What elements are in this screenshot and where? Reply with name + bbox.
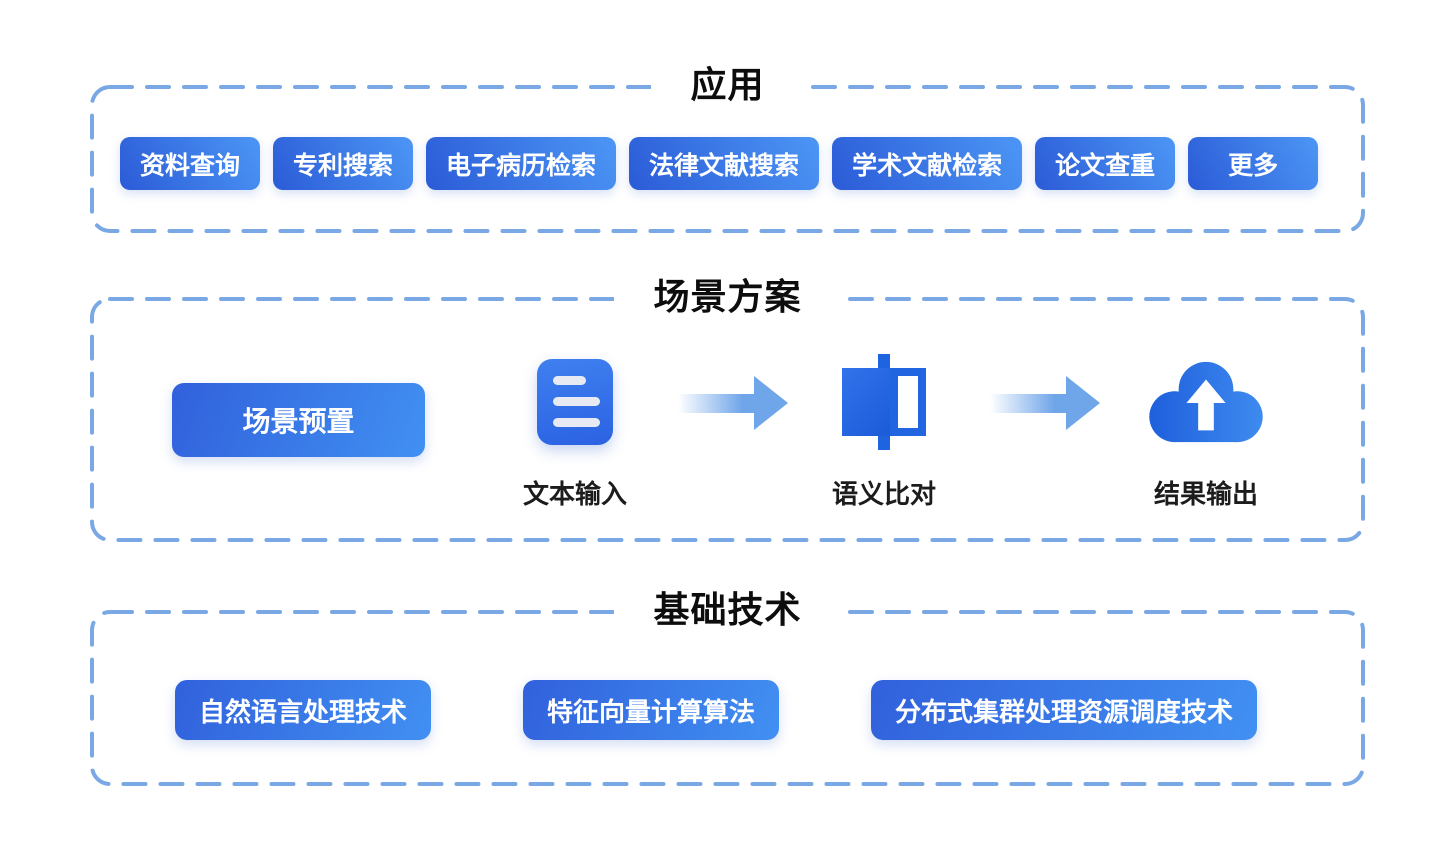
section-title-scenario: 场景方案 bbox=[613, 271, 842, 323]
step-label-semantic-compare: 语义比对 bbox=[831, 479, 936, 509]
step-label-result-output: 结果输出 bbox=[1153, 479, 1258, 509]
flow-step-text-input: 文本输入 bbox=[495, 352, 655, 511]
cloud-upload-icon bbox=[1149, 361, 1263, 443]
applications-dashed-border bbox=[90, 85, 1365, 233]
technology-dashed-border bbox=[90, 610, 1365, 786]
tech-button-feature-vector[interactable]: 特征向量计算算法 bbox=[523, 680, 780, 740]
scenario-section: 场景方案 场景预置 文本输入 bbox=[90, 271, 1365, 542]
flow-step-semantic-compare: 语义比对 bbox=[804, 352, 964, 511]
compare-icon bbox=[842, 354, 926, 450]
app-button-emr-retrieval[interactable]: 电子病历检索 bbox=[426, 137, 617, 190]
document-icon bbox=[537, 359, 613, 445]
section-title-applications: 应用 bbox=[650, 59, 805, 111]
step-label-text-input: 文本输入 bbox=[522, 479, 627, 509]
app-button-legal-doc-search[interactable]: 法律文献搜索 bbox=[629, 137, 820, 190]
section-title-technology: 基础技术 bbox=[613, 584, 842, 636]
flow-arrow-icon bbox=[990, 375, 1100, 431]
flow-arrow-icon bbox=[678, 375, 788, 431]
app-button-plagiarism-check[interactable]: 论文查重 bbox=[1035, 137, 1176, 190]
app-button-patent-search[interactable]: 专利搜索 bbox=[273, 137, 414, 190]
technology-button-row: 自然语言处理技术 特征向量计算算法 分布式集群处理资源调度技术 bbox=[175, 680, 1258, 740]
app-button-data-query[interactable]: 资料查询 bbox=[120, 137, 261, 190]
flow-step-result-output: 结果输出 bbox=[1126, 352, 1286, 511]
app-button-academic-doc-retrieval[interactable]: 学术文献检索 bbox=[832, 137, 1023, 190]
scene-preset-button[interactable]: 场景预置 bbox=[172, 383, 425, 457]
applications-button-row: 资料查询 专利搜索 电子病历检索 法律文献搜索 学术文献检索 论文查重 更多 bbox=[120, 137, 1319, 190]
app-button-more[interactable]: 更多 bbox=[1188, 137, 1319, 190]
tech-button-nlp[interactable]: 自然语言处理技术 bbox=[175, 680, 432, 740]
technology-section: 基础技术 自然语言处理技术 特征向量计算算法 分布式集群处理资源调度技术 bbox=[90, 584, 1365, 786]
applications-section: 应用 资料查询 专利搜索 电子病历检索 法律文献搜索 学术文献检索 论文查重 更… bbox=[90, 59, 1365, 233]
scenario-dashed-border bbox=[90, 297, 1365, 542]
tech-button-distributed-cluster[interactable]: 分布式集群处理资源调度技术 bbox=[871, 680, 1258, 740]
